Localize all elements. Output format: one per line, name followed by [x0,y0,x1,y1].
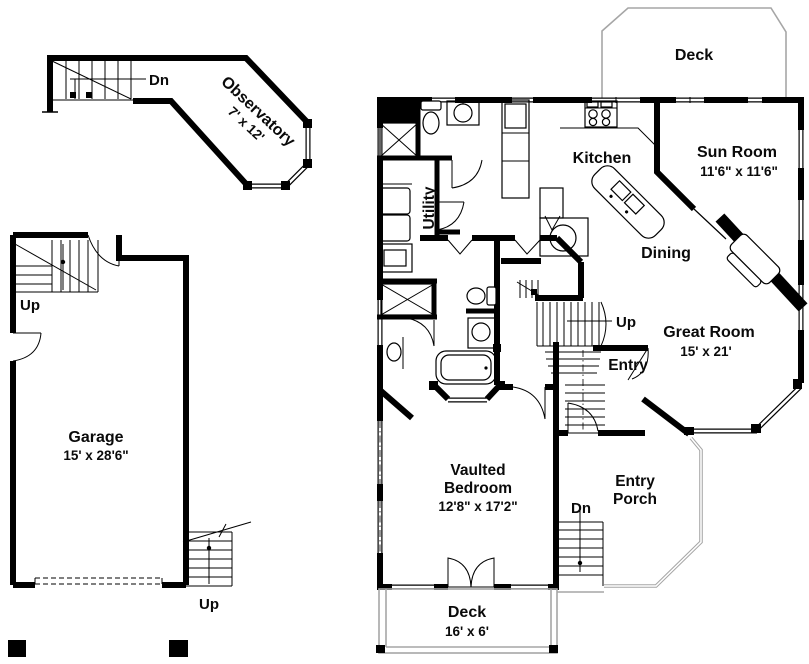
bedroom-label-1: Vaulted [450,462,505,479]
porch-stair [558,505,604,586]
entry-label: Entry [608,357,648,374]
toilet-upper-tank [420,100,442,111]
fireplace [726,233,781,288]
bedroom-dims: 12'8" x 17'2" [438,499,517,514]
lower-deck: Deck 16' x 6' [376,588,558,654]
kitchen-label: Kitchen [573,150,632,167]
observatory-room: Dn Observatory 7' x 12' [42,55,312,190]
kitchen-cabinet-run [501,99,530,199]
observatory-label-group: Observatory 7' x 12' [218,73,299,150]
post-left [8,640,26,657]
great-room-bay [684,379,802,435]
bedroom-label-2: Bedroom [444,480,512,497]
room-labels: Dining Great Room 15' x 21' [641,245,755,359]
lower-deck-label: Deck [448,604,486,621]
upper-deck-label: Deck [675,47,713,64]
washer [378,187,411,215]
sun-room-dims: 11'6" x 11'6" [700,164,778,179]
toilet-lower [466,287,486,305]
stove [584,100,618,128]
utility-label: Utility [421,186,438,229]
observatory-stair-label: Dn [149,72,169,89]
sun-room: Sun Room 11'6" x 11'6" [654,97,808,312]
garage-room: Up Garage 15' x 28'6" Up [8,232,252,657]
water-heater [377,243,413,273]
great-room-dims: 15' x 21' [680,344,731,359]
toilet-upper [422,111,440,135]
garage-stair [14,240,99,293]
garage-stair-label: Up [20,297,40,314]
great-room-label: Great Room [663,324,755,341]
dining-label: Dining [641,245,691,262]
exterior-stair-label: Up [199,596,219,613]
chimney-block [377,97,418,123]
entry-porch: Dn Entry Porch [557,436,703,593]
toilet-lower-tank [486,286,497,306]
vanity-lower [467,317,499,349]
main-stair-label: Up [616,314,636,331]
entry-porch-label-1: Entry [615,473,655,490]
powder-room [377,97,483,189]
sink-oval [386,342,402,362]
kitchen: Kitchen [501,99,665,257]
hall-walls [420,235,557,352]
french-doors [447,557,495,588]
garage-label: Garage [68,429,123,446]
observatory-stair [51,60,146,100]
garage-dims: 15' x 28'6" [63,448,128,463]
porch-stair-label: Dn [571,500,591,517]
entry: Entry [556,345,691,437]
upper-deck: Deck [601,7,787,98]
kitchen-island [591,165,665,239]
utility-room: Utility [377,160,465,273]
sun-room-label: Sun Room [697,144,777,161]
post-right [169,640,188,657]
bedroom: Vaulted Bedroom 12'8" x 17'2" [379,342,559,588]
dryer [378,214,411,242]
lower-deck-dims: 16' x 6' [445,624,489,639]
exterior-stair [182,521,252,587]
main-stair: Up [501,235,636,430]
entry-porch-label-2: Porch [613,491,657,508]
bathroom [377,278,500,385]
